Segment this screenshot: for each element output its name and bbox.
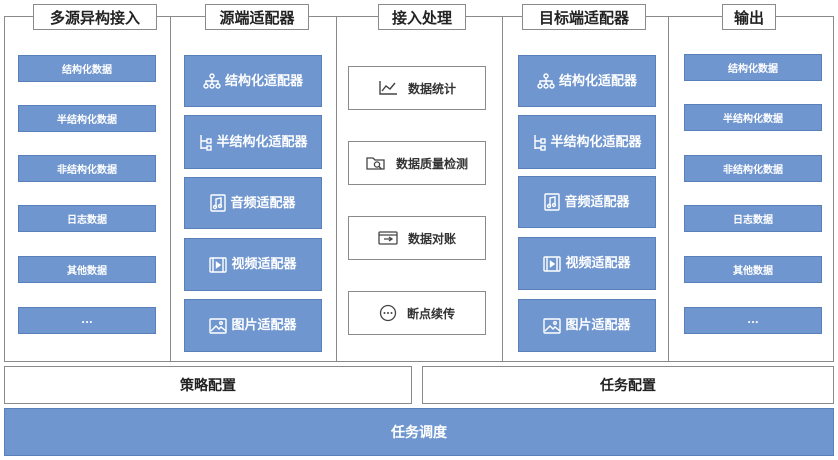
process-quality-check-label: 数据质量检测 bbox=[395, 156, 468, 171]
target-adapter-video-label: 视频适配器 bbox=[565, 256, 631, 271]
target-adapter-audio: 音频适配器 bbox=[518, 176, 656, 228]
column-divider bbox=[170, 16, 171, 362]
image-file-icon bbox=[543, 317, 562, 334]
source-adapter-video-label: 视频适配器 bbox=[231, 257, 297, 272]
source-item-semi-structured: 半结构化数据 bbox=[18, 105, 156, 132]
output-item-unstructured: 非结构化数据 bbox=[684, 155, 822, 182]
column-title-target-adapters: 目标端适配器 bbox=[522, 4, 646, 30]
column-divider bbox=[336, 16, 337, 362]
column-title-processing: 接入处理 bbox=[378, 4, 466, 30]
output-item-structured: 结构化数据 bbox=[684, 54, 822, 81]
source-adapter-audio-label: 音频适配器 bbox=[230, 195, 296, 211]
reconcile-icon bbox=[378, 231, 398, 245]
output-item-other: 其他数据 bbox=[684, 256, 822, 283]
column-divider bbox=[502, 16, 503, 362]
image-file-icon bbox=[209, 317, 228, 334]
process-reconciliation: 数据对账 bbox=[348, 216, 486, 260]
tree-branch-icon bbox=[200, 135, 213, 151]
column-title-source-adapters: 源端适配器 bbox=[205, 4, 309, 30]
column-divider bbox=[668, 16, 669, 362]
process-quality-check: 数据质量检测 bbox=[348, 141, 486, 185]
folder-search-icon bbox=[366, 157, 385, 170]
source-adapter-audio: 音频适配器 bbox=[184, 177, 322, 229]
process-resume-label: 断点续传 bbox=[406, 306, 455, 321]
audio-file-icon bbox=[210, 194, 227, 212]
video-file-icon bbox=[209, 256, 228, 273]
output-item-more: ... bbox=[684, 307, 822, 334]
column-title-output: 输出 bbox=[722, 4, 776, 30]
source-item-more: ... bbox=[18, 307, 156, 334]
column-title-source: 多源异构接入 bbox=[33, 4, 157, 30]
target-adapter-image: 图片适配器 bbox=[518, 299, 656, 352]
source-item-other: 其他数据 bbox=[18, 256, 156, 283]
task-scheduling-bar: 任务调度 bbox=[4, 408, 834, 456]
process-statistics: 数据统计 bbox=[348, 66, 486, 110]
target-adapter-structured: 结构化适配器 bbox=[518, 55, 656, 107]
more-circle-icon bbox=[379, 304, 397, 322]
process-resume: 断点续传 bbox=[348, 291, 486, 335]
hierarchy-icon bbox=[203, 73, 221, 89]
source-adapter-structured: 结构化适配器 bbox=[184, 55, 322, 107]
source-adapter-image: 图片适配器 bbox=[184, 299, 322, 352]
source-item-structured: 结构化数据 bbox=[18, 55, 156, 82]
source-item-log: 日志数据 bbox=[18, 205, 156, 232]
target-adapter-audio-label: 音频适配器 bbox=[564, 194, 630, 210]
target-adapter-structured-label: 结构化适配器 bbox=[558, 73, 637, 89]
source-adapter-image-label: 图片适配器 bbox=[231, 318, 297, 333]
process-reconciliation-label: 数据对账 bbox=[407, 231, 456, 246]
output-item-semi-structured: 半结构化数据 bbox=[684, 104, 822, 131]
strategy-config-bar: 策略配置 bbox=[4, 366, 412, 404]
source-adapter-video: 视频适配器 bbox=[184, 238, 322, 291]
tree-branch-icon bbox=[534, 135, 547, 151]
line-chart-icon bbox=[379, 81, 397, 95]
process-statistics-label: 数据统计 bbox=[407, 81, 456, 96]
source-adapter-structured-label: 结构化适配器 bbox=[224, 73, 303, 89]
hierarchy-icon bbox=[537, 73, 555, 89]
source-adapter-semi-structured: 半结构化适配器 bbox=[184, 115, 322, 169]
target-adapter-video: 视频适配器 bbox=[518, 237, 656, 290]
audio-file-icon bbox=[544, 193, 561, 211]
target-adapter-semi-structured: 半结构化适配器 bbox=[518, 115, 656, 169]
task-config-bar: 任务配置 bbox=[422, 366, 834, 404]
output-item-log: 日志数据 bbox=[684, 205, 822, 232]
source-adapter-semi-structured-label: 半结构化适配器 bbox=[216, 134, 308, 150]
source-item-unstructured: 非结构化数据 bbox=[18, 155, 156, 182]
target-adapter-semi-structured-label: 半结构化适配器 bbox=[550, 134, 642, 150]
target-adapter-image-label: 图片适配器 bbox=[565, 318, 631, 333]
video-file-icon bbox=[543, 255, 562, 272]
